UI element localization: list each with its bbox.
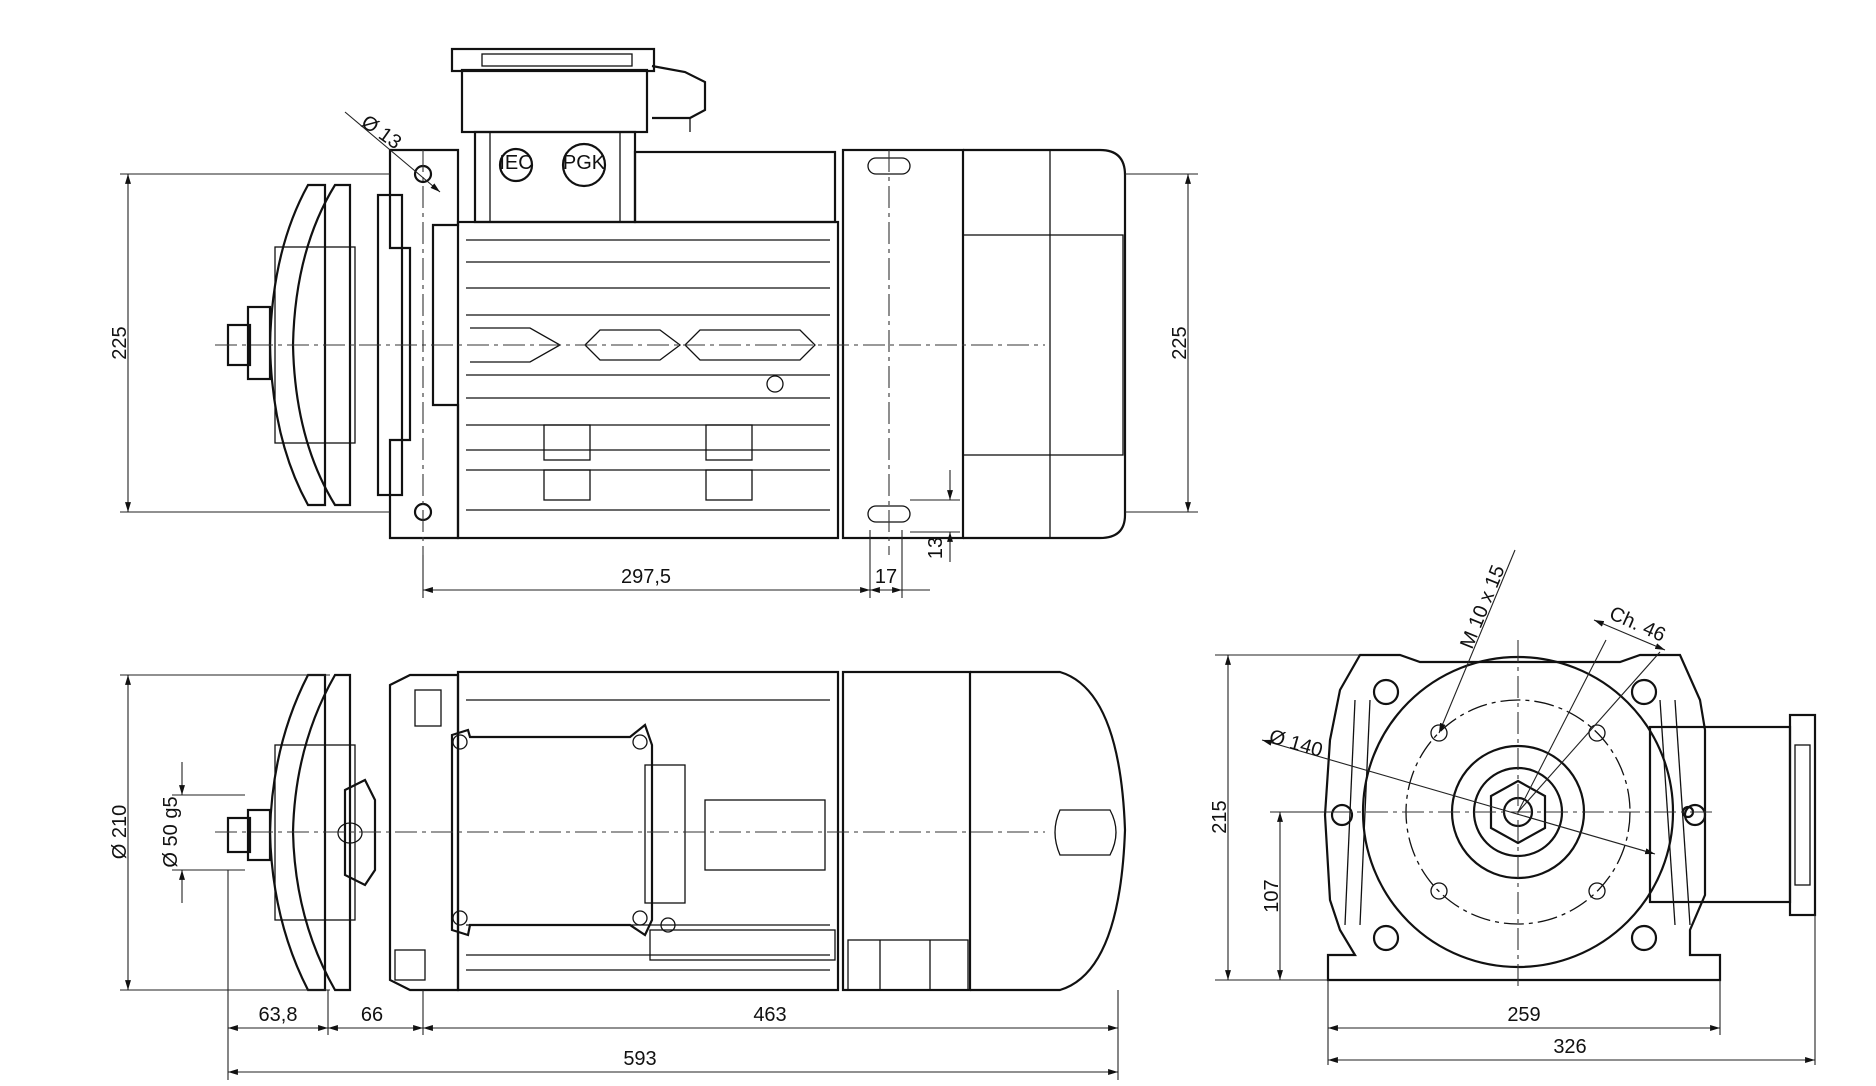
end-view: 215 107 259 326 Ø 140 Ch. 46 M 10 x 15 [1209, 549, 1817, 1065]
top-pulley [226, 183, 356, 507]
dim-top-length-b: 17 [875, 566, 897, 588]
side-motor-body [450, 670, 840, 992]
dim-top-foot: 13 [925, 537, 947, 559]
dim-end-foot-width: 259 [1507, 1004, 1540, 1026]
dim-top-height-right: 225 [1169, 326, 1191, 359]
dim-top-height-left: 225 [109, 326, 131, 359]
dim-side-len-a: 63,8 [259, 1004, 298, 1026]
dim-end-height: 215 [1209, 800, 1231, 833]
plate-a-label: IEC [499, 152, 532, 174]
dim-end-total-width: 326 [1553, 1036, 1586, 1058]
dim-side-total: 593 [623, 1048, 656, 1070]
dim-end-chamfer: Ch. 46 [1606, 602, 1669, 646]
dim-side-pulley-dia: Ø 210 [109, 805, 131, 859]
top-fan-cover [841, 148, 1127, 540]
dim-end-thread: M 10 x 15 [1456, 562, 1509, 652]
dim-top-length-a: 297,5 [621, 566, 671, 588]
dim-end-axis-height: 107 [1261, 879, 1283, 912]
dim-top-hole: Ø 13 [357, 111, 405, 154]
terminal-box: IEC PGK [450, 47, 837, 224]
side-fan-cover [841, 670, 1127, 992]
dim-side-len-b: 66 [361, 1004, 383, 1026]
top-motor-body [456, 220, 840, 540]
plate-b-label: PGK [563, 152, 606, 174]
dim-end-pcd: Ø 140 [1267, 726, 1325, 762]
top-view: IEC PGK [109, 47, 1198, 598]
top-flange [376, 148, 460, 540]
dim-side-shaft-dia: Ø 50 g5 [160, 796, 182, 867]
side-pulley [226, 673, 377, 992]
side-view: Ø 210 Ø 50 g5 63,8 66 463 593 [109, 670, 1127, 1080]
dim-side-len-c: 463 [753, 1004, 786, 1026]
